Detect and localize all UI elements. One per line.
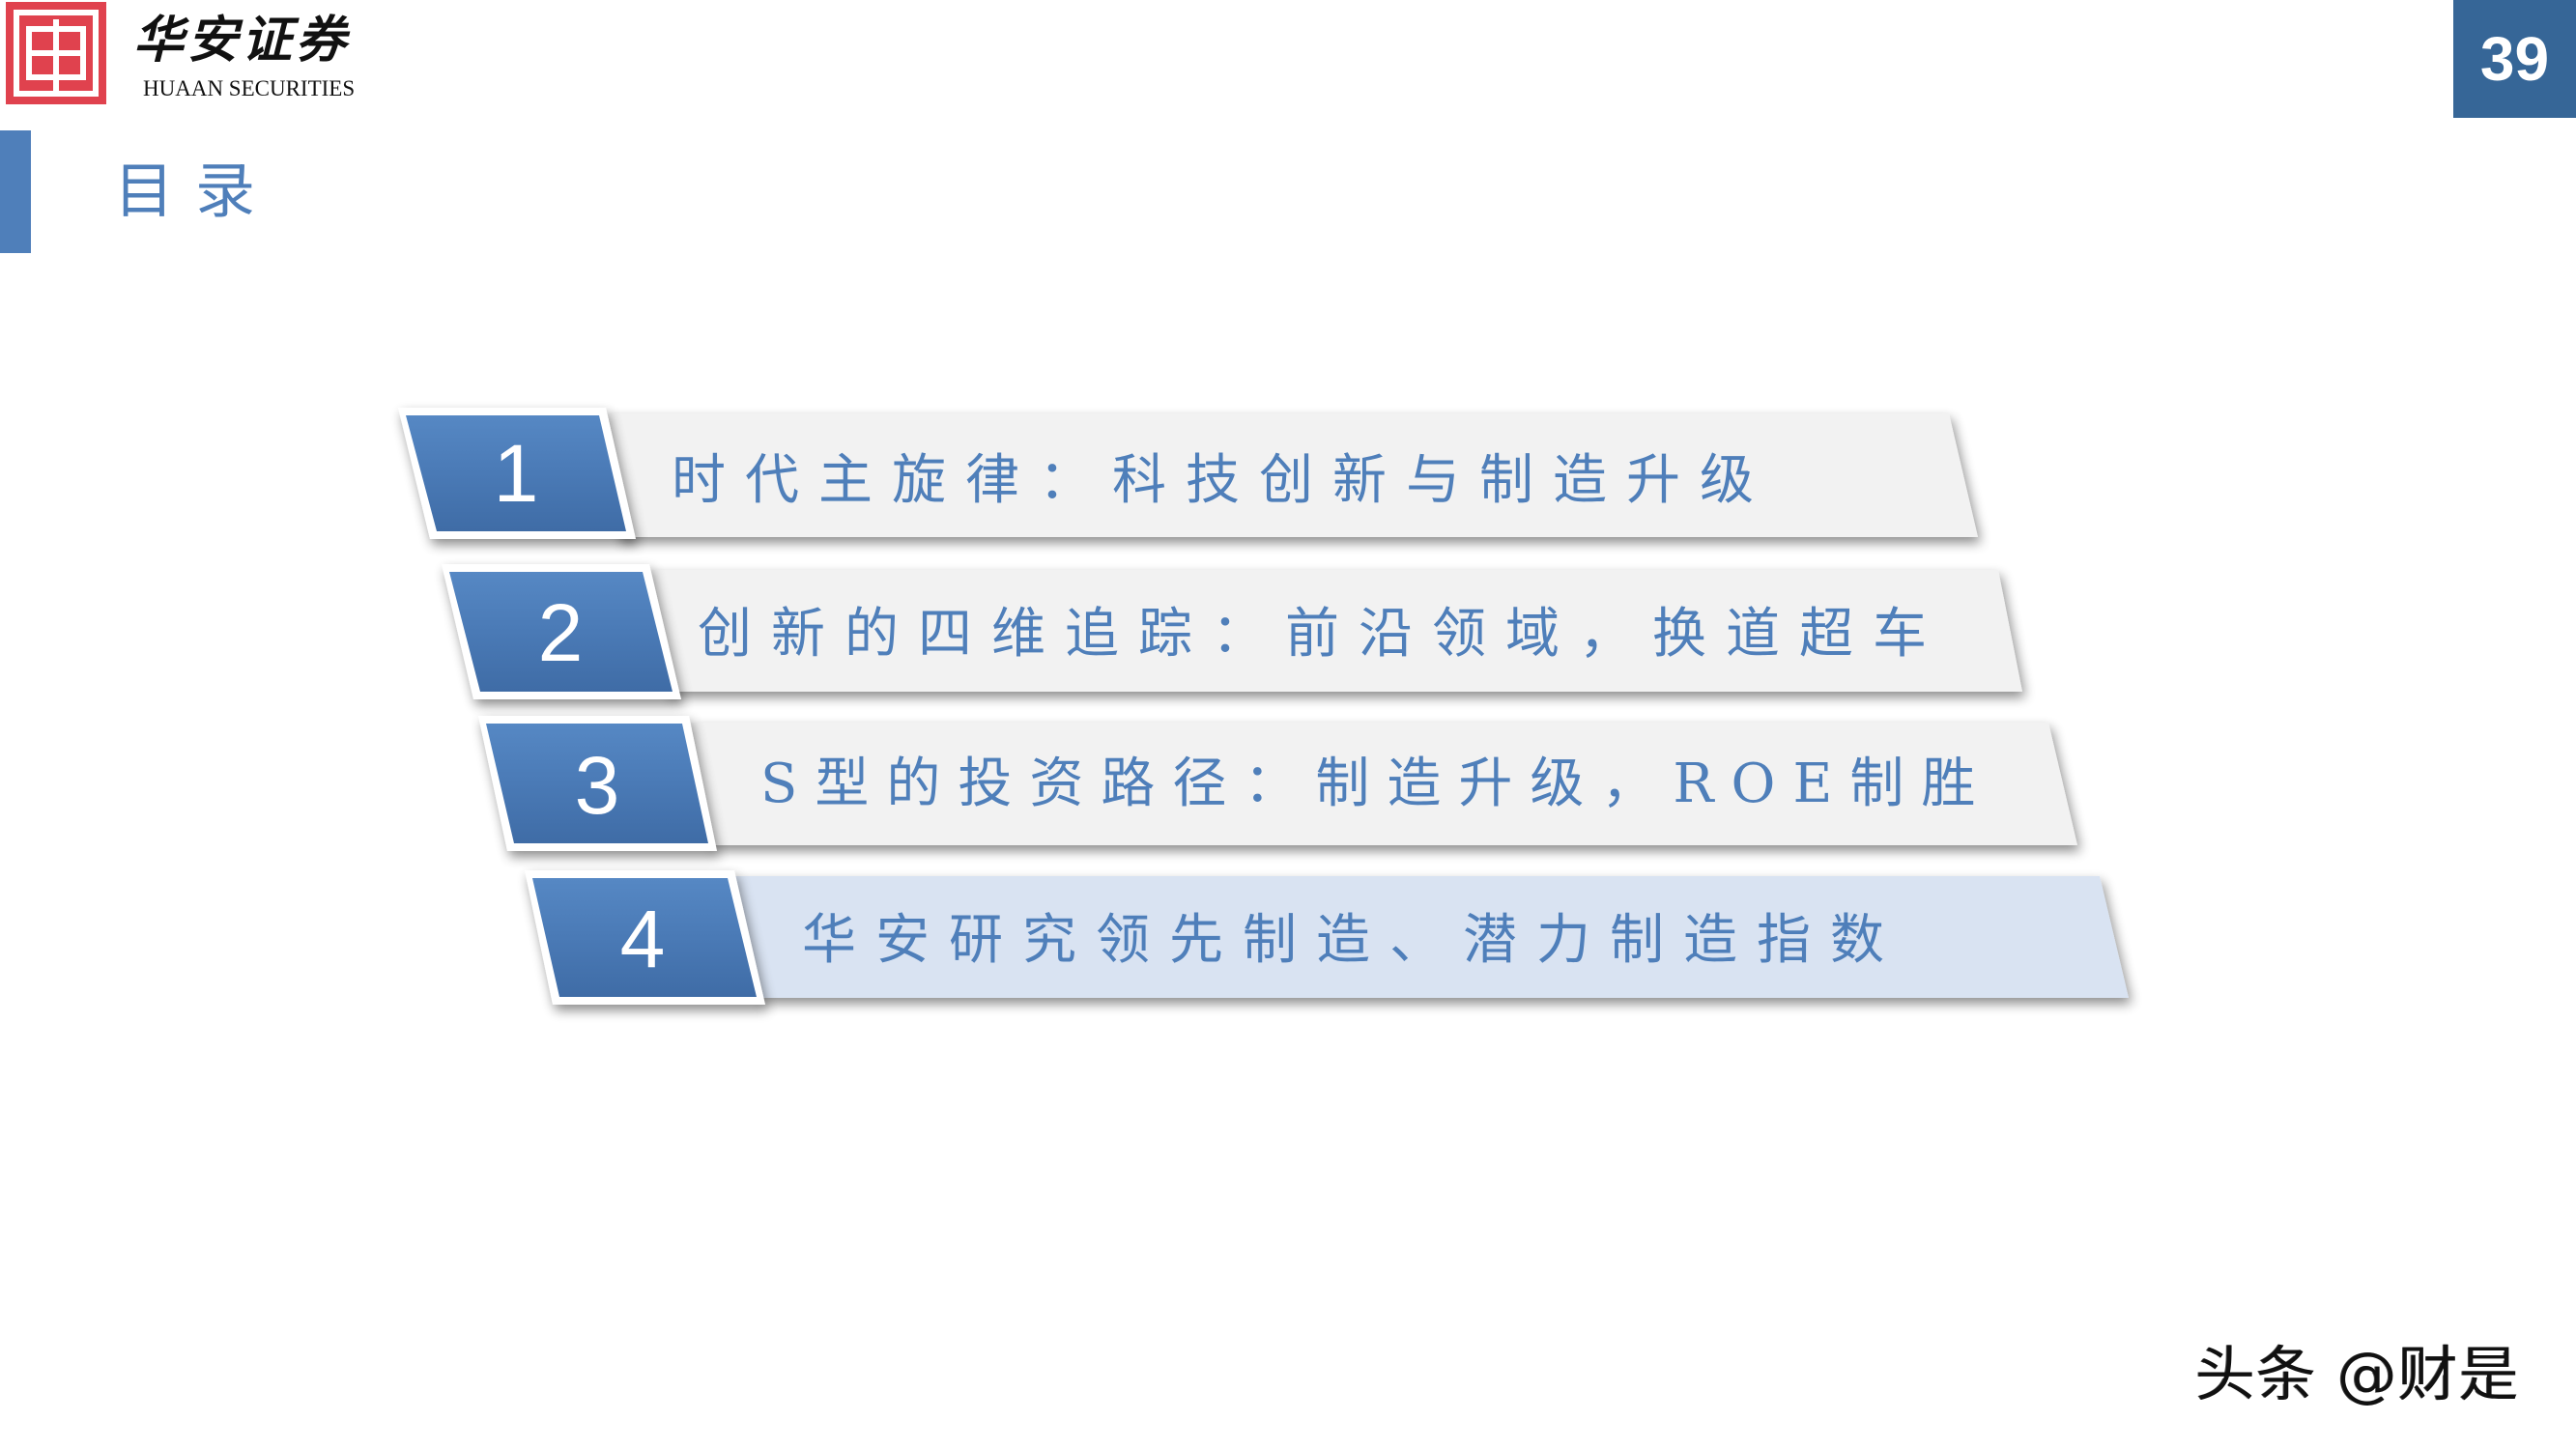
page-number-badge: 39 xyxy=(2453,0,2576,118)
agenda-number-1: 1 xyxy=(493,428,539,519)
agenda-row-1-shape xyxy=(398,408,1978,539)
agenda-label-4: 华安研究领先制造、潜力制造指数 xyxy=(802,909,1903,972)
agenda-number-2: 2 xyxy=(537,587,584,678)
title-accent-bar xyxy=(0,130,31,253)
agenda-label-2: 创新的四维追踪：前沿领域，换道超车 xyxy=(698,603,1946,666)
agenda-row-2-shape xyxy=(442,564,2022,699)
agenda-number-4: 4 xyxy=(619,894,666,984)
logo-name-en: HUAAN SECURITIES xyxy=(143,76,356,100)
huaan-logo-icon xyxy=(6,2,106,104)
page-title: 目录 xyxy=(114,156,277,226)
logo-name-cn: 华安证券 xyxy=(133,11,351,70)
agenda-row-3-shape xyxy=(478,716,2077,851)
agenda-label-3: S型的投资路径：制造升级，ROE制胜 xyxy=(760,753,1993,815)
agenda-label-1: 时代主旋律：科技创新与制造升级 xyxy=(672,449,1773,512)
agenda-row-4-shape xyxy=(525,870,2129,1005)
watermark-text: 头条 @财是 xyxy=(2195,1339,2520,1409)
agenda-number-3: 3 xyxy=(574,740,620,831)
